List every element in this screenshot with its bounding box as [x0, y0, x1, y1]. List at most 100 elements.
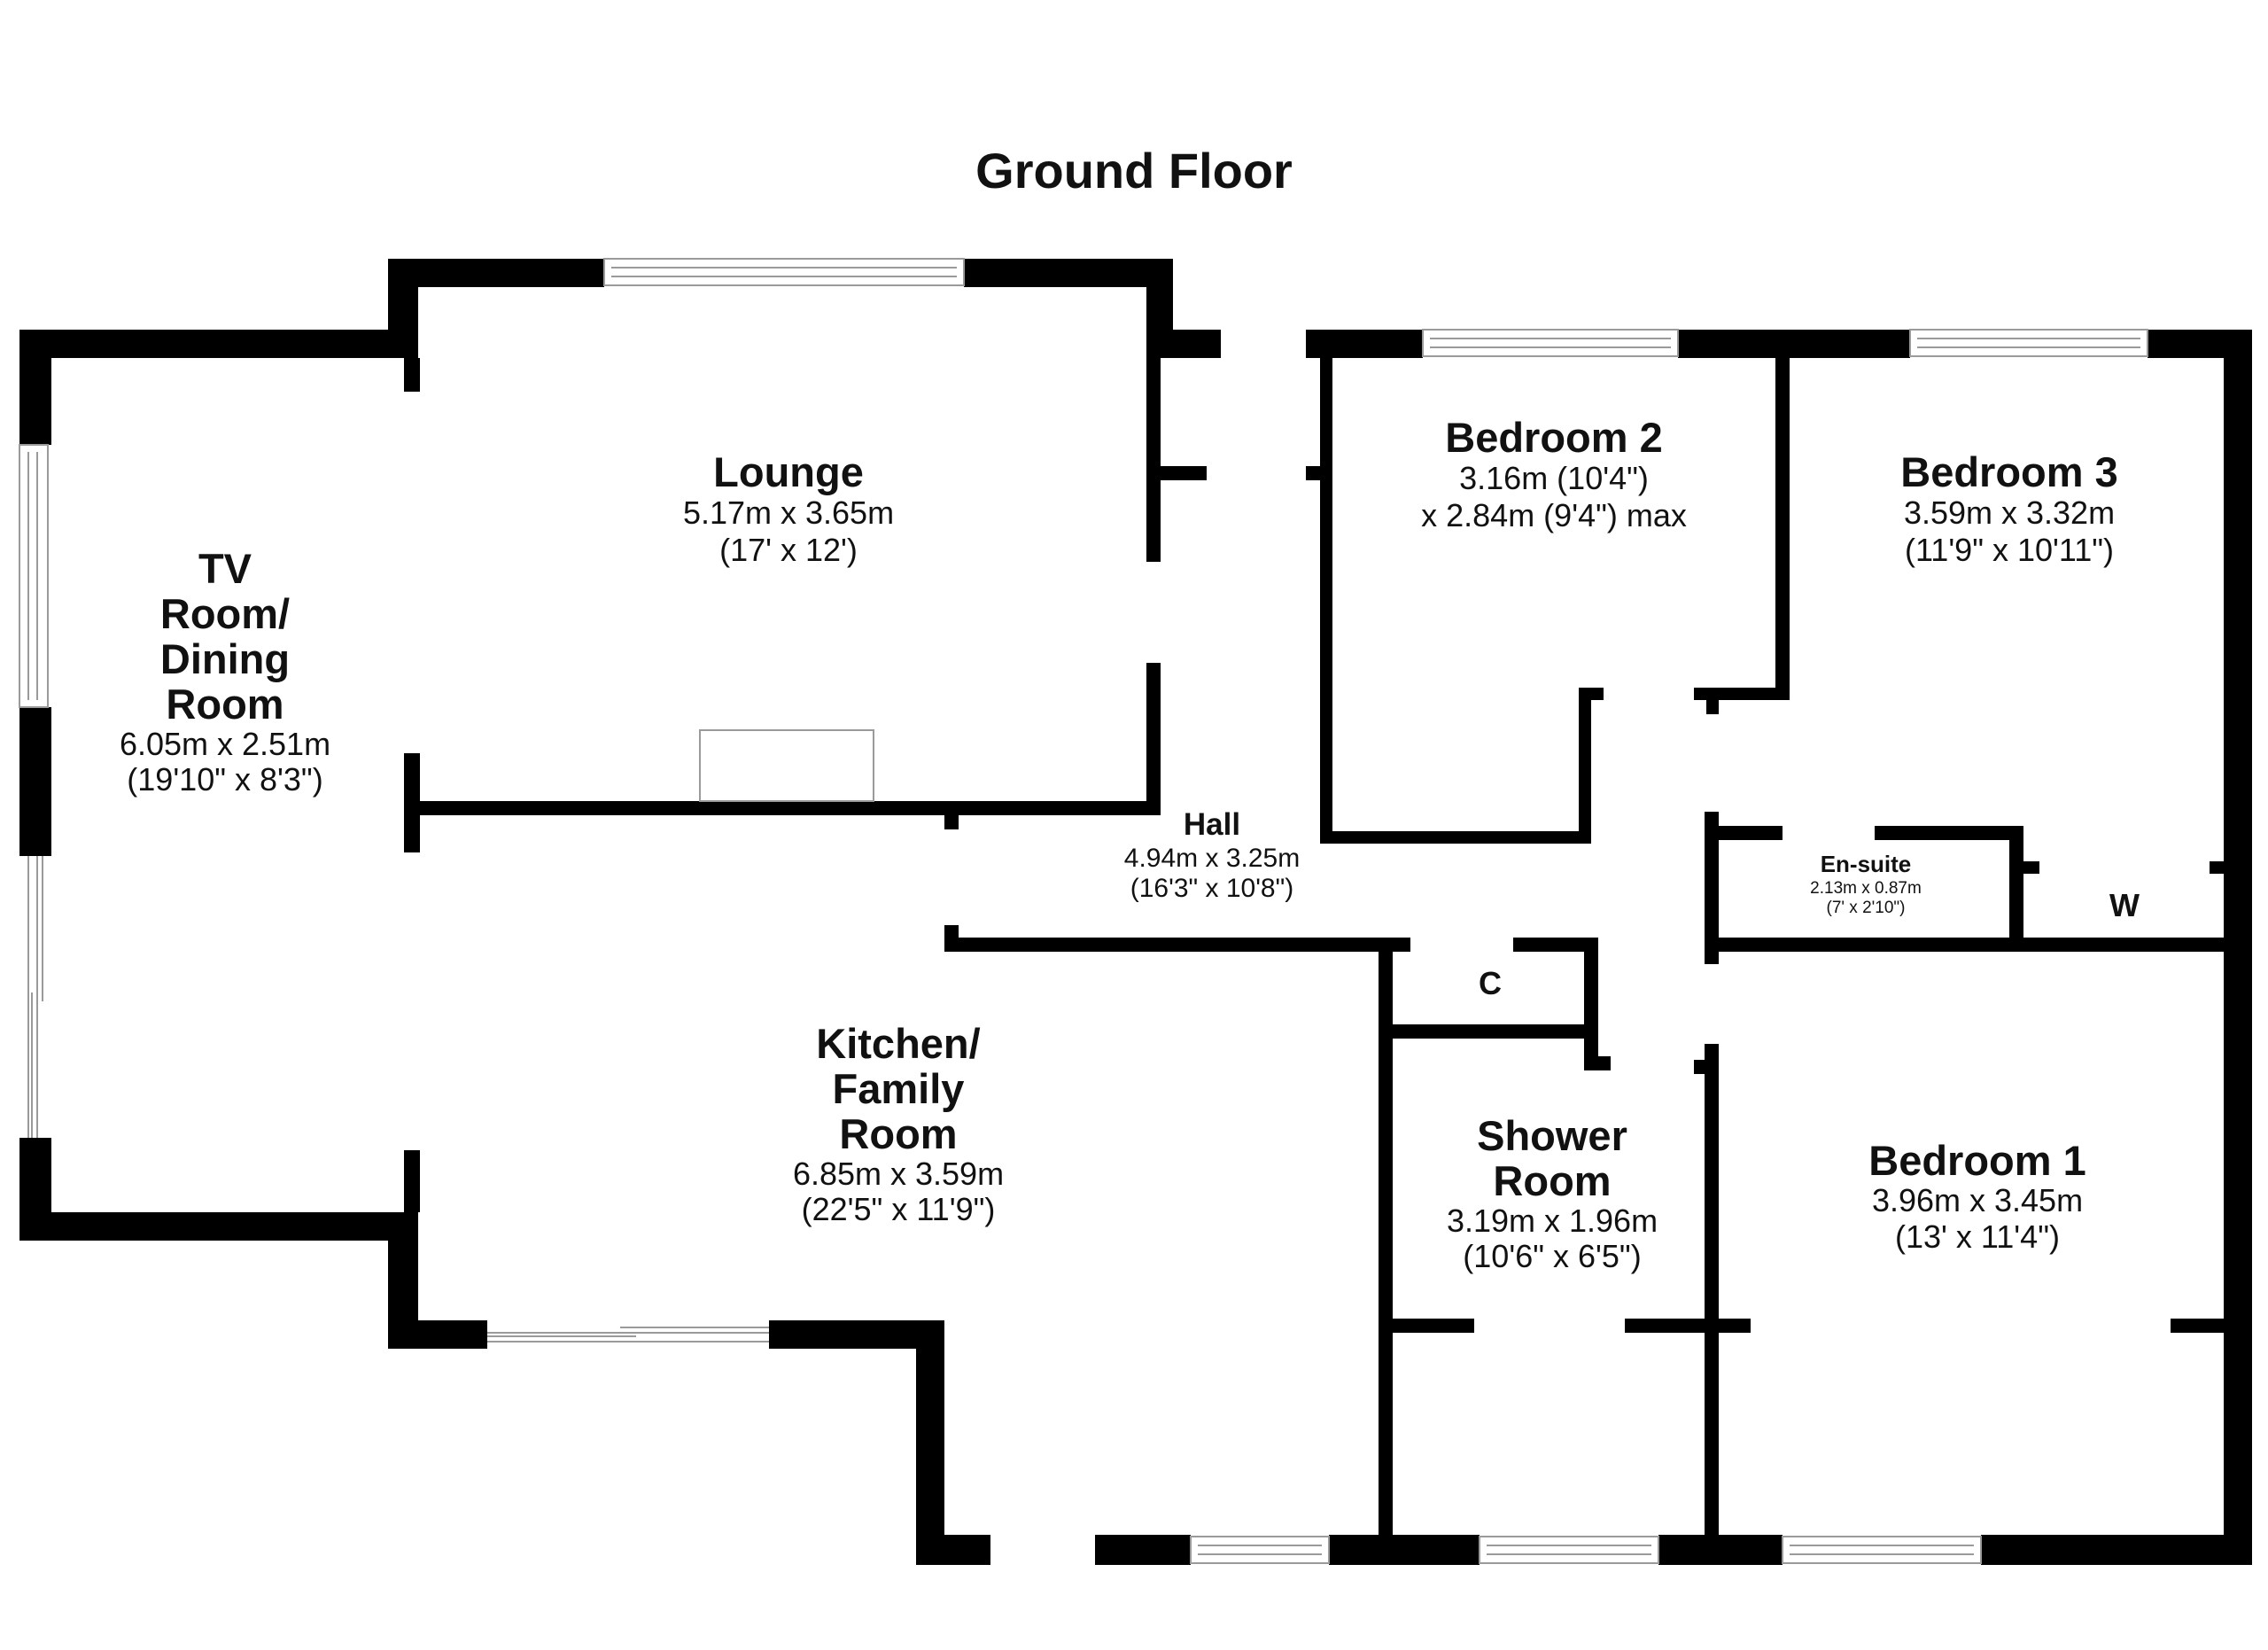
- window: [1909, 329, 2148, 357]
- wall: [1513, 938, 1598, 952]
- sliding-door: [487, 1327, 769, 1343]
- room-shower: Shower Room 3.19m x 1.96m (10'6" x 6'5"): [1447, 1112, 1658, 1274]
- window: [1782, 1536, 1982, 1564]
- fireplace: [699, 729, 874, 802]
- wall: [19, 330, 51, 445]
- room-name-line: Dining: [160, 635, 290, 682]
- window: [1479, 1536, 1659, 1564]
- wall: [1598, 1056, 1611, 1070]
- room-dimensions-metric: 6.05m x 2.51m: [120, 726, 330, 762]
- walls: [19, 259, 2252, 1565]
- wardrobe-label: W: [2109, 887, 2140, 923]
- room-dimensions-imperial: x 2.84m (9'4") max: [1421, 497, 1687, 533]
- wall: [1705, 938, 2224, 952]
- room-dimensions-metric: 3.96m x 3.45m: [1872, 1182, 2083, 1218]
- room-kitchen-family: Kitchen/ Family Room 6.85m x 3.59m (22'5…: [793, 1020, 1004, 1227]
- wall: [916, 1320, 944, 1565]
- room-dimensions-imperial: (10'6" x 6'5"): [1463, 1238, 1641, 1274]
- wall: [19, 330, 418, 358]
- wall: [388, 259, 604, 287]
- room-name-line: TV: [198, 545, 252, 592]
- room-name-line: Kitchen/: [816, 1020, 980, 1067]
- wall: [1705, 1044, 1719, 1549]
- wall: [1981, 1535, 2252, 1565]
- wall: [1678, 330, 1910, 358]
- wall: [1320, 831, 1591, 844]
- wall: [1393, 1319, 1474, 1333]
- wall: [1694, 688, 1790, 700]
- wall: [944, 938, 1410, 952]
- room-dimensions-imperial: (19'10" x 8'3"): [127, 761, 322, 798]
- wall: [1146, 330, 1221, 358]
- room-dimensions-metric: 2.13m x 0.87m: [1810, 879, 1922, 898]
- wall: [1306, 330, 1423, 358]
- wall: [1719, 1319, 1749, 1333]
- room-dimensions-imperial: (17' x 12'): [719, 532, 858, 568]
- wall: [1584, 938, 1598, 1070]
- wall: [1146, 663, 1161, 815]
- wall: [944, 815, 959, 829]
- room-dimensions-metric: 3.19m x 1.96m: [1447, 1202, 1658, 1239]
- room-en-suite: En-suite 2.13m x 0.87m (7' x 2'10"): [1810, 851, 1922, 917]
- wall: [1694, 1060, 1705, 1074]
- wall: [404, 358, 420, 392]
- wall: [1579, 688, 1591, 844]
- room-dimensions-imperial: (13' x 11'4"): [1895, 1218, 2060, 1255]
- wall: [1393, 1024, 1584, 1039]
- room-bedroom-1: Bedroom 1 3.96m x 3.45m (13' x 11'4"): [1868, 1137, 2086, 1255]
- room-name: Lounge: [713, 448, 864, 495]
- room-tv-dining: TV Room/ Dining Room 6.05m x 2.51m (19'1…: [120, 545, 330, 798]
- wall: [2023, 861, 2039, 874]
- cupboard-label: C: [1479, 965, 1502, 1001]
- room-dimensions-imperial: (22'5" x 11'9"): [802, 1191, 996, 1227]
- room-name-line: Room/: [160, 590, 290, 637]
- wall: [1705, 812, 1719, 964]
- window: [1422, 329, 1679, 357]
- room-bedroom-3: Bedroom 3 3.59m x 3.32m (11'9" x 10'11"): [1900, 448, 2118, 568]
- room-dimensions-imperial: (7' x 2'10"): [1827, 899, 1906, 917]
- floor-title: Ground Floor: [975, 143, 1293, 198]
- room-name-line: Room: [839, 1110, 957, 1157]
- wall: [1146, 358, 1161, 562]
- room-name: Hall: [1184, 807, 1240, 842]
- room-dimensions-metric: 5.17m x 3.65m: [683, 494, 894, 531]
- room-name: En-suite: [1821, 851, 1912, 877]
- wall: [404, 753, 420, 852]
- room-dimensions-metric: 4.94m x 3.25m: [1124, 844, 1300, 873]
- wall: [1306, 466, 1320, 480]
- wall: [1379, 938, 1393, 1549]
- wall: [19, 1212, 418, 1241]
- room-hall: Hall 4.94m x 3.25m (16'3" x 10'8"): [1124, 807, 1300, 903]
- wall: [2171, 1319, 2224, 1333]
- room-dimensions-metric: 6.85m x 3.59m: [793, 1156, 1004, 1192]
- wall: [404, 1150, 420, 1212]
- wall: [769, 1320, 944, 1349]
- room-lounge: Lounge 5.17m x 3.65m (17' x 12'): [683, 448, 894, 568]
- wall: [1329, 1535, 1480, 1565]
- wall: [2009, 826, 2023, 939]
- room-dimensions-metric: 3.59m x 3.32m: [1904, 494, 2115, 531]
- windows: [19, 258, 2148, 1564]
- room-name-line: Shower: [1477, 1112, 1627, 1159]
- wall: [1591, 688, 1604, 700]
- room-name-line: Family: [833, 1065, 965, 1112]
- wall: [1095, 1535, 1191, 1565]
- wall: [1875, 826, 2023, 840]
- window: [19, 444, 49, 708]
- wall: [19, 707, 51, 856]
- wall: [916, 1535, 990, 1565]
- window: [603, 258, 965, 286]
- wall: [1719, 826, 1783, 840]
- room-name: Bedroom 2: [1445, 414, 1663, 461]
- wall: [1706, 700, 1719, 714]
- wall: [2148, 330, 2252, 358]
- room-dimensions-imperial: (11'9" x 10'11"): [1905, 532, 2114, 568]
- wall: [418, 801, 1161, 815]
- wall: [388, 1320, 487, 1349]
- wall: [1320, 358, 1332, 842]
- room-dimensions-metric: 3.16m (10'4"): [1459, 460, 1649, 496]
- wall: [2224, 330, 2252, 1565]
- wall: [2210, 861, 2224, 874]
- room-bedroom-2: Bedroom 2 3.16m (10'4") x 2.84m (9'4") m…: [1421, 414, 1687, 533]
